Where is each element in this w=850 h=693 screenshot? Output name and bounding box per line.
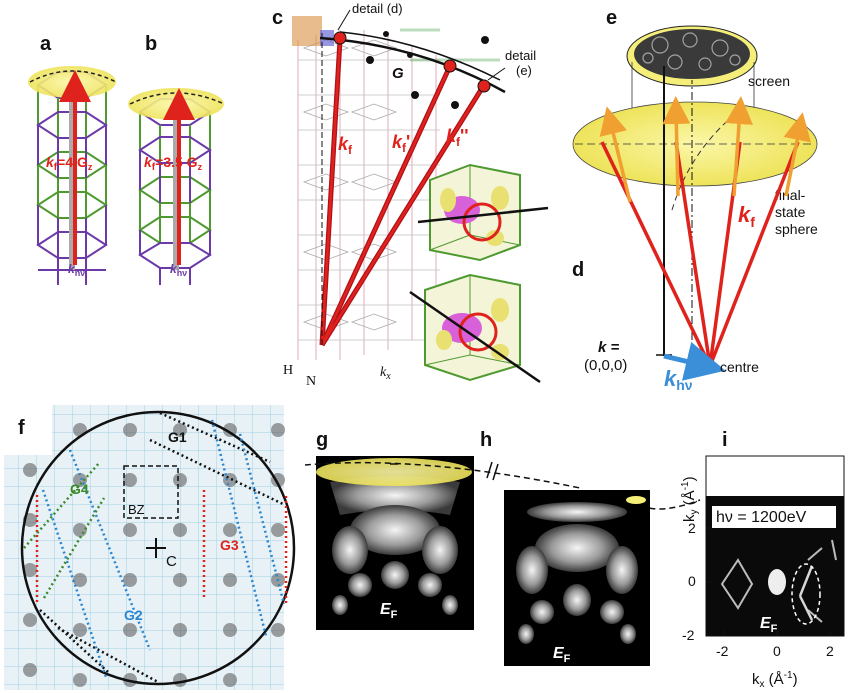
panel-h-fermi-surface bbox=[516, 502, 638, 644]
screen-label: screen bbox=[748, 73, 790, 89]
panel-i-hv-bg bbox=[712, 506, 836, 528]
panel-i-ylabel: ky (Å-1) bbox=[680, 476, 700, 522]
panel-c-lattice-points bbox=[366, 31, 489, 109]
panel-d-k-origin: (0,0,0) bbox=[584, 357, 627, 374]
sphere-label-1: final- bbox=[775, 187, 806, 203]
panel-e-label: e bbox=[606, 7, 617, 29]
connector-g-h bbox=[304, 461, 581, 489]
panel-f-C-label: C bbox=[166, 553, 177, 570]
panel-i-highlight-ellipse bbox=[791, 563, 821, 625]
panel-f-g1-lines bbox=[39, 411, 286, 684]
panel-c-detail-e-leader bbox=[487, 67, 506, 81]
panel-g-fermi-surface bbox=[330, 476, 460, 615]
sphere-meridian bbox=[671, 109, 741, 211]
panel-i-tick-marks bbox=[706, 527, 831, 637]
panel-g-yellow-sphere bbox=[316, 458, 472, 486]
panel-f-grid-upper bbox=[52, 405, 284, 690]
panel-f-g3-lines bbox=[35, 490, 288, 605]
panel-c-kf-tip bbox=[333, 31, 347, 45]
panel-c-detail-e-1: detail bbox=[505, 48, 536, 63]
panel-f-G3-label: G3 bbox=[220, 537, 239, 553]
panel-d-k-eq: k = bbox=[598, 339, 620, 356]
panel-b-label: b bbox=[145, 33, 157, 55]
panel-i-ytick-0: 0 bbox=[688, 573, 696, 589]
panel-f-bz-box bbox=[123, 465, 179, 519]
panel-c-lattice bbox=[297, 28, 500, 360]
sphere-label-2: state bbox=[775, 204, 806, 220]
panel-f-bz-label: BZ bbox=[128, 502, 145, 517]
panel-c-kf-label: kf bbox=[338, 134, 353, 157]
panel-g: g EF bbox=[316, 429, 474, 630]
panel-c-H-label: H bbox=[283, 363, 293, 378]
panel-i-centre-pocket bbox=[768, 569, 786, 595]
panel-e: e screen final- state sphere kf bbox=[572, 7, 818, 367]
panel-a-khv-label: khν bbox=[68, 262, 85, 278]
panel-i-ytick-2: 2 bbox=[688, 520, 696, 536]
panel-i-xtick-0: 0 bbox=[773, 643, 781, 659]
panel-f-G1-label: G1 bbox=[168, 429, 187, 445]
panel-c-kf2-label: kf'' bbox=[446, 126, 469, 149]
panel-g-label: g bbox=[316, 429, 328, 451]
panel-c-detail-d-leader bbox=[337, 9, 351, 31]
panel-i-ytick-m2: -2 bbox=[682, 627, 695, 643]
panel-i-xtick-m2: -2 bbox=[716, 643, 729, 659]
panel-i: i hν = 1200eV EF 2 0 -2 -2 0 2 kx (Å-1) … bbox=[680, 429, 845, 690]
panel-c-detail-d: detail (d) bbox=[352, 1, 403, 16]
panel-c-kf1-label: kf' bbox=[392, 132, 410, 155]
panel-c-ewald-arc-inner bbox=[339, 31, 501, 81]
panel-a: a kf=4 Gz khν bbox=[28, 33, 117, 285]
panel-f-g4-lines bbox=[23, 461, 106, 599]
panel-c-corner-box bbox=[292, 16, 322, 46]
panel-a-lattice bbox=[36, 71, 108, 285]
panel-d-label: d bbox=[572, 259, 584, 281]
panel-a-kf-label: kf=4 Gz bbox=[46, 154, 93, 173]
panel-c-label: c bbox=[272, 7, 283, 29]
panel-h-EF: EF bbox=[553, 645, 571, 665]
panel-b-khv-label: khν bbox=[170, 262, 187, 278]
khv-arrow bbox=[663, 341, 726, 381]
panel-c-kf2-tip bbox=[477, 79, 491, 93]
panel-f-label: f bbox=[18, 417, 25, 439]
panel-d: d k = (0,0,0) khν centre bbox=[572, 259, 759, 393]
panel-c-N-label: N bbox=[306, 374, 316, 389]
panel-g-EF: EF bbox=[380, 601, 398, 621]
panel-a-label: a bbox=[40, 33, 52, 55]
panel-e-kf-label: kf bbox=[738, 202, 755, 230]
screen-texture bbox=[642, 32, 741, 71]
panel-h-label: h bbox=[480, 429, 492, 451]
sphere-label-3: sphere bbox=[775, 221, 818, 237]
panel-i-hv-text: hν = 1200eV bbox=[716, 509, 807, 526]
panel-i-features bbox=[720, 539, 837, 623]
axis-break-mark bbox=[486, 461, 499, 481]
panel-i-xlabel: kx (Å-1) bbox=[752, 670, 798, 690]
panel-c-inset-lower bbox=[409, 273, 541, 384]
panel-c-inset-upper bbox=[417, 163, 549, 262]
panel-b-dashed-arc bbox=[129, 92, 225, 105]
panel-b-kf-label: kf=3.5 Gz bbox=[144, 154, 203, 173]
panel-h-yellow-patch bbox=[626, 496, 646, 504]
panel-c-G-label: G bbox=[392, 65, 404, 82]
panel-i-xtick-2: 2 bbox=[826, 643, 834, 659]
panel-c-detail-e-2: (e) bbox=[516, 63, 532, 78]
panel-c-kf1-tip bbox=[443, 59, 457, 73]
panel-i-EF: EF bbox=[760, 615, 778, 635]
panel-i-label: i bbox=[722, 429, 728, 451]
panel-f-G4-label: G4 bbox=[70, 481, 89, 497]
panel-f: f BZ C G1 G2 G3 bbox=[4, 405, 296, 690]
panel-f-G2-label: G2 bbox=[124, 607, 143, 623]
panel-f-circle bbox=[20, 410, 296, 686]
panel-b: b kf=3.5 Gz khν bbox=[128, 33, 225, 285]
panel-f-centre-cross bbox=[146, 538, 166, 558]
panel-f-g2-lines bbox=[41, 419, 286, 678]
panel-d-khv-label: khν bbox=[664, 366, 693, 393]
panel-c: c detail (d) bbox=[272, 1, 549, 389]
panel-c-kx-label: kx bbox=[380, 365, 391, 382]
panel-h: h EF bbox=[480, 429, 650, 666]
panel-d-centre-label: centre bbox=[720, 359, 759, 375]
panel-e-kf-arrows bbox=[599, 96, 811, 367]
